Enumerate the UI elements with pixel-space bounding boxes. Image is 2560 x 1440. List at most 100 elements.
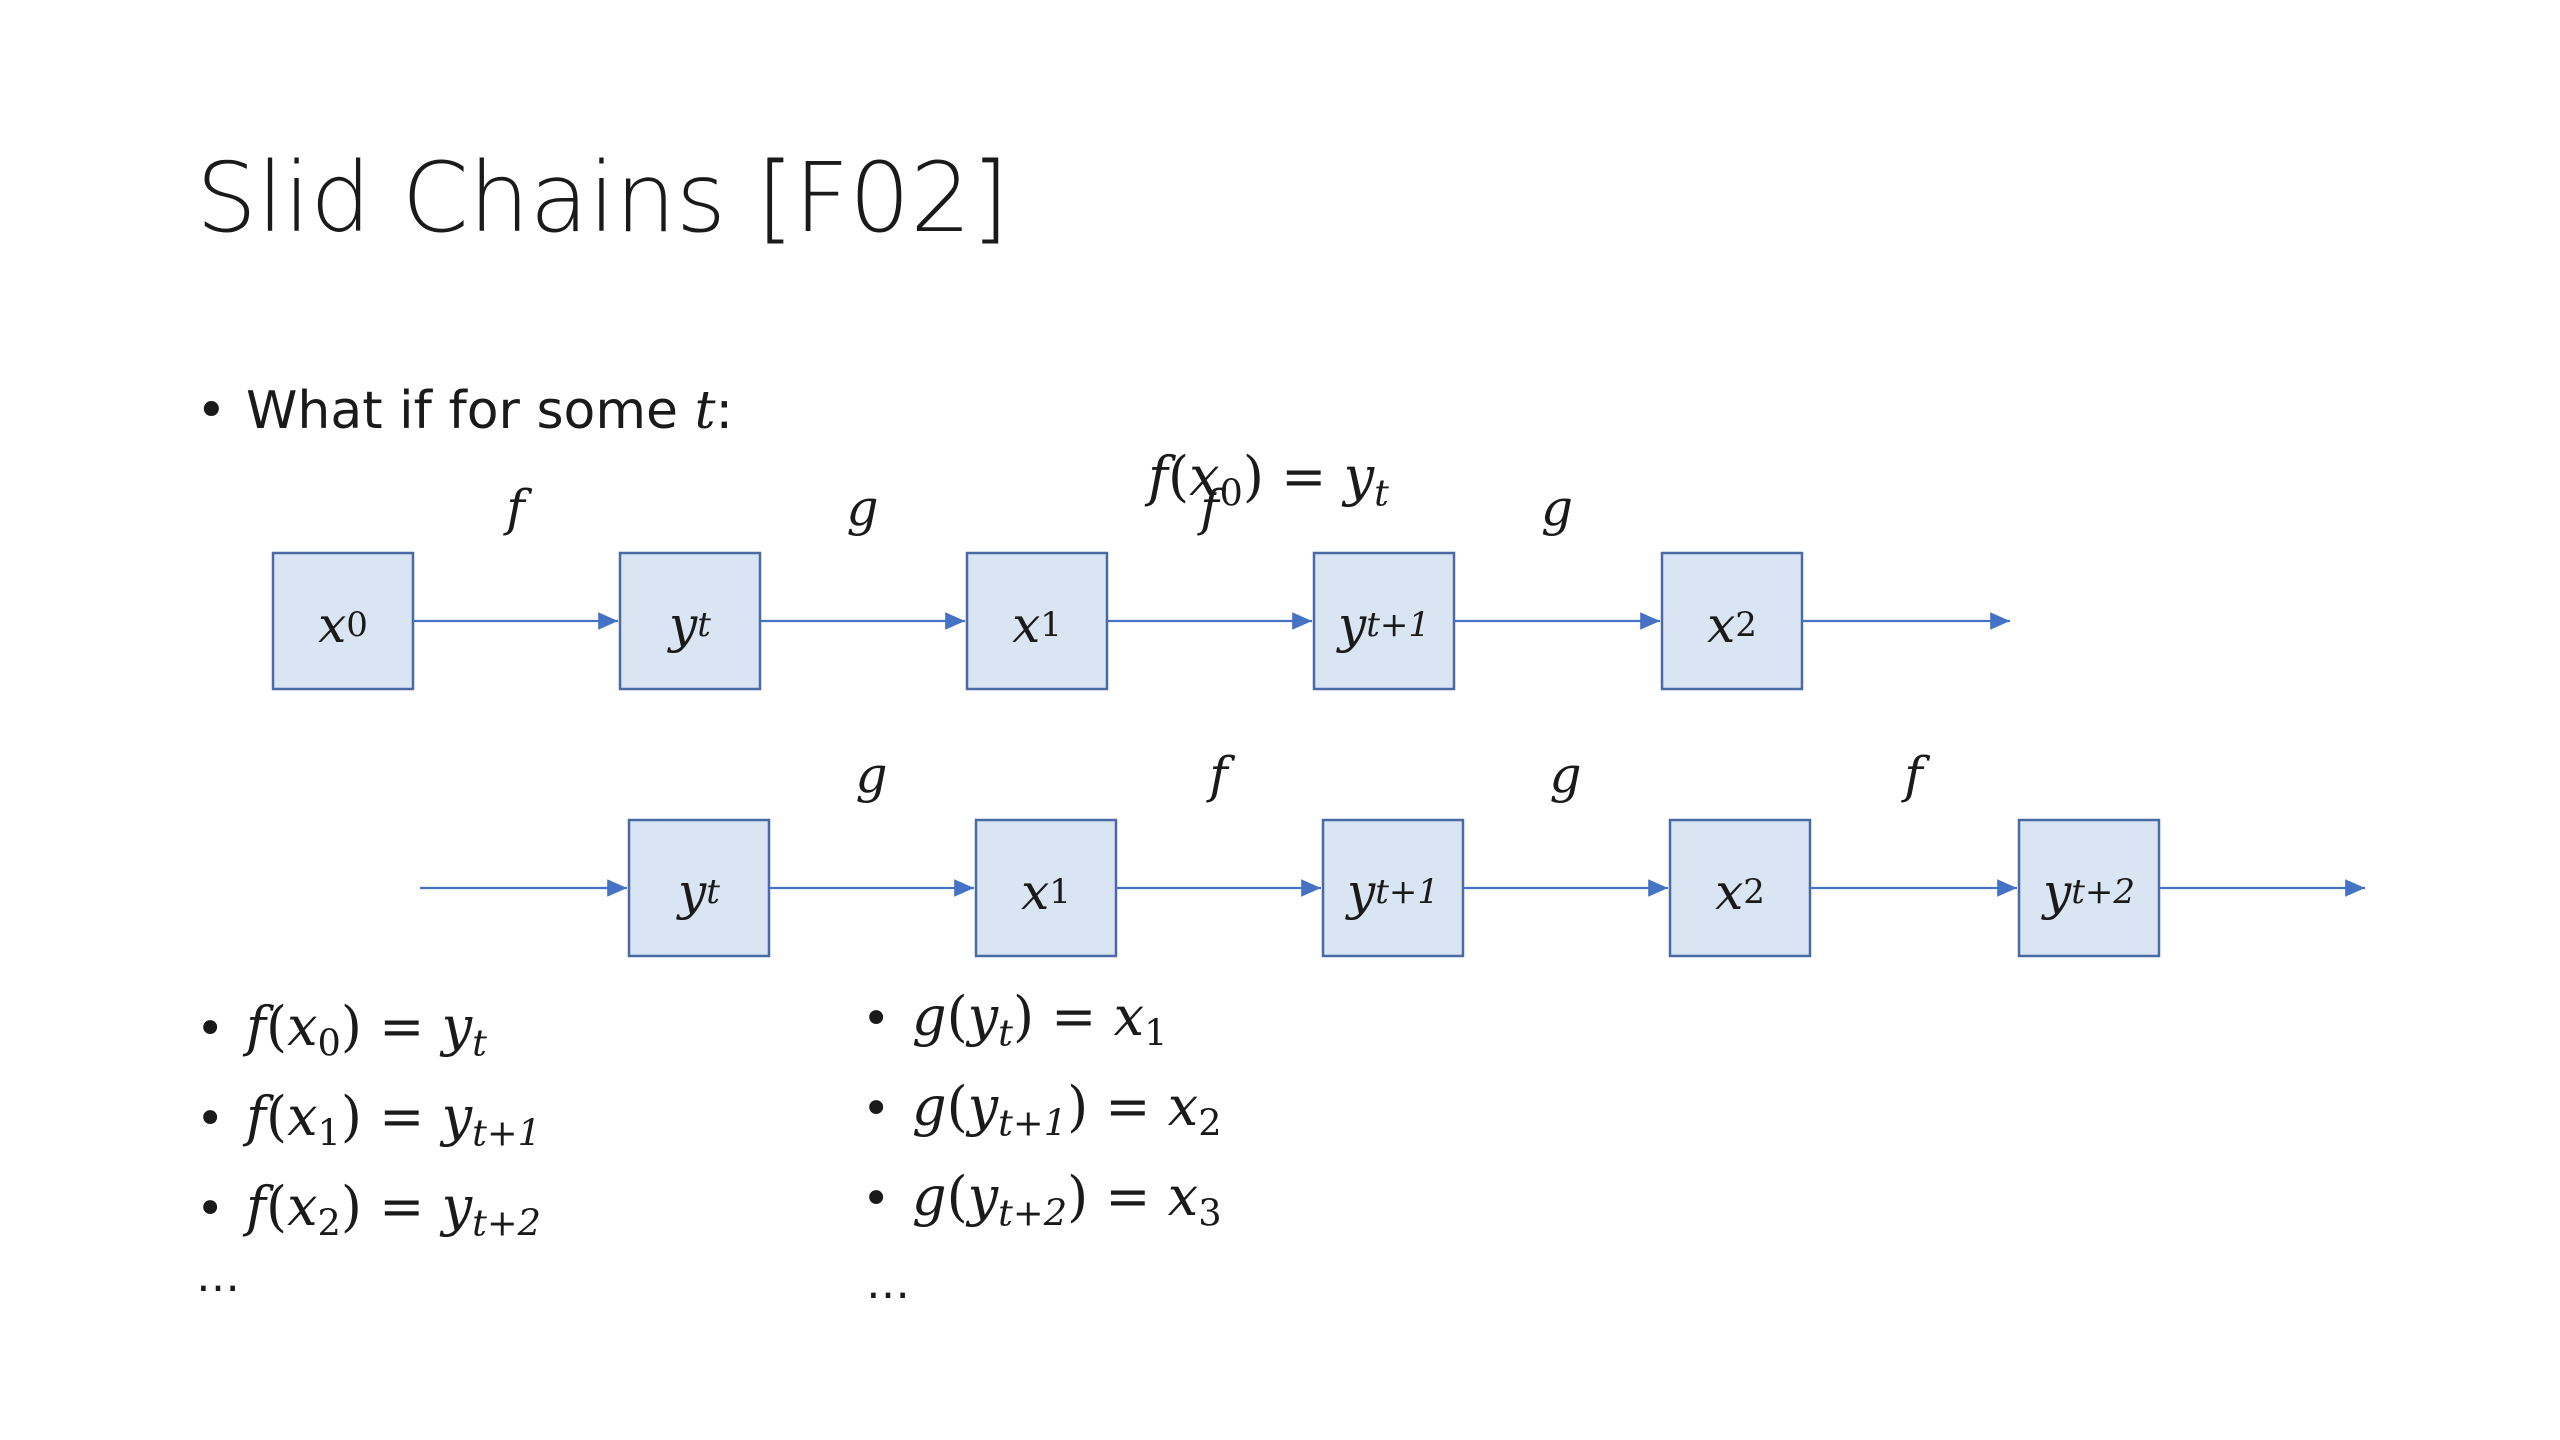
equation-part: 1: [1144, 1011, 1168, 1055]
top-row-edge-label: g: [846, 479, 879, 537]
equation-part: t+1: [472, 1111, 541, 1155]
equation-list-item: •g(yt) = x1: [862, 990, 1222, 1080]
equation-part: 0: [317, 1021, 341, 1065]
equation-part: t+1: [998, 1101, 1068, 1145]
center-eq-arg-sub: 0: [1219, 471, 1243, 515]
bullet-dot: •: [196, 1001, 225, 1057]
right-equation-list: •g(yt) = x1•g(yt+1) = x2•g(yt+2) = x3: [862, 990, 1222, 1260]
equation-part: t: [998, 1011, 1013, 1055]
equation-part: (: [266, 995, 288, 1058]
equation-part: y: [441, 1175, 473, 1238]
equation-part: 2: [317, 1201, 341, 1245]
slide-title: Slid Chains [F02]: [196, 142, 1009, 254]
top-row-node-box: [1660, 551, 1804, 691]
center-eq-rhs-sub: t: [1374, 471, 1389, 515]
equation-list-item: •f(x1) = yt+1: [196, 1090, 541, 1180]
center-eq-rhs: y: [1343, 445, 1375, 508]
top-row-edge-label: g: [1540, 479, 1573, 537]
center-equation: f(x0) = yt: [1148, 445, 1389, 515]
equation-part: 2: [1198, 1101, 1222, 1145]
bottom-row-edge-label: g: [1549, 746, 1582, 804]
equation-part: x: [1167, 1075, 1199, 1138]
equation-part: t+2: [998, 1191, 1068, 1235]
bottom-row-node-box: [1668, 818, 1812, 958]
equation-list-item: •g(yt+1) = x2: [862, 1080, 1222, 1170]
center-eq-fn: f: [1148, 445, 1168, 508]
equation-part: y: [441, 995, 473, 1058]
bottom-row-node-box: [974, 818, 1118, 958]
intro-bullet: •What if for some t:: [196, 385, 733, 437]
equation-part: f: [246, 995, 266, 1058]
equation-part: 1: [317, 1111, 341, 1155]
equation-part: x: [287, 1175, 318, 1238]
equation-part: x: [287, 995, 318, 1058]
equation-part: y: [967, 1075, 999, 1138]
center-eq-arg: x: [1189, 445, 1220, 508]
equation-part: g: [912, 985, 947, 1048]
equation-part: ) =: [1067, 1165, 1168, 1228]
top-row-edge-label: f: [1200, 479, 1219, 537]
equation-part: (: [946, 1075, 968, 1138]
intro-text: What if for some: [246, 381, 695, 441]
equation-part: (: [266, 1175, 288, 1238]
equation-part: (: [946, 1165, 968, 1228]
bottom-row-edge-label: f: [1904, 746, 1923, 804]
bullet-dot: •: [196, 1091, 225, 1147]
equation-part: y: [967, 985, 999, 1048]
equation-part: y: [967, 1165, 999, 1228]
left-ellipsis: …: [196, 1251, 242, 1302]
equation-part: x: [287, 1085, 318, 1148]
equation-part: f: [246, 1085, 266, 1148]
equation-part: x: [1167, 1165, 1199, 1228]
equation-part: t+2: [472, 1201, 541, 1245]
equation-part: 3: [1198, 1191, 1222, 1235]
diagram-layer: [271, 551, 2365, 958]
equation-part: y: [441, 1085, 473, 1148]
equation-part: ) =: [340, 995, 442, 1058]
equation-part: ) =: [340, 1175, 442, 1238]
equation-list-item: •g(yt+2) = x3: [862, 1170, 1222, 1260]
equation-list-item: •f(x0) = yt: [196, 1000, 541, 1090]
top-row-node-box: [271, 551, 415, 691]
equation-part: ) =: [1067, 1075, 1168, 1138]
bullet-dot: •: [196, 1181, 225, 1237]
equation-part: ) =: [340, 1085, 442, 1148]
equation-part: (: [946, 985, 968, 1048]
intro-suffix: :: [715, 381, 733, 441]
right-ellipsis: …: [866, 1258, 912, 1309]
equation-part: (: [266, 1085, 288, 1148]
equation-list-item: •f(x2) = yt+2: [196, 1180, 541, 1270]
equation-part: x: [1113, 985, 1145, 1048]
equation-part: g: [912, 1165, 947, 1228]
bottom-row-edge-label: f: [1209, 746, 1228, 804]
equation-part: g: [912, 1075, 947, 1138]
left-equation-list: •f(x0) = yt•f(x1) = yt+1•f(x2) = yt+2: [196, 1000, 541, 1270]
top-row-edge-label: f: [506, 479, 525, 537]
equation-part: f: [246, 1175, 266, 1238]
bottom-row-node-box: [627, 818, 771, 958]
bullet-dot: •: [196, 381, 227, 441]
intro-var: t: [694, 381, 716, 441]
bottom-row-edge-label: g: [855, 746, 888, 804]
bottom-row-node-box: [2017, 818, 2161, 958]
equation-part: t: [472, 1021, 487, 1065]
equation-part: ) =: [1012, 985, 1114, 1048]
bullet-dot: •: [862, 1081, 891, 1137]
top-row-node-box: [965, 551, 1109, 691]
bullet-dot: •: [862, 1171, 891, 1227]
bottom-row-node-box: [1321, 818, 1465, 958]
bullet-dot: •: [862, 991, 891, 1047]
top-row-node-box: [618, 551, 762, 691]
